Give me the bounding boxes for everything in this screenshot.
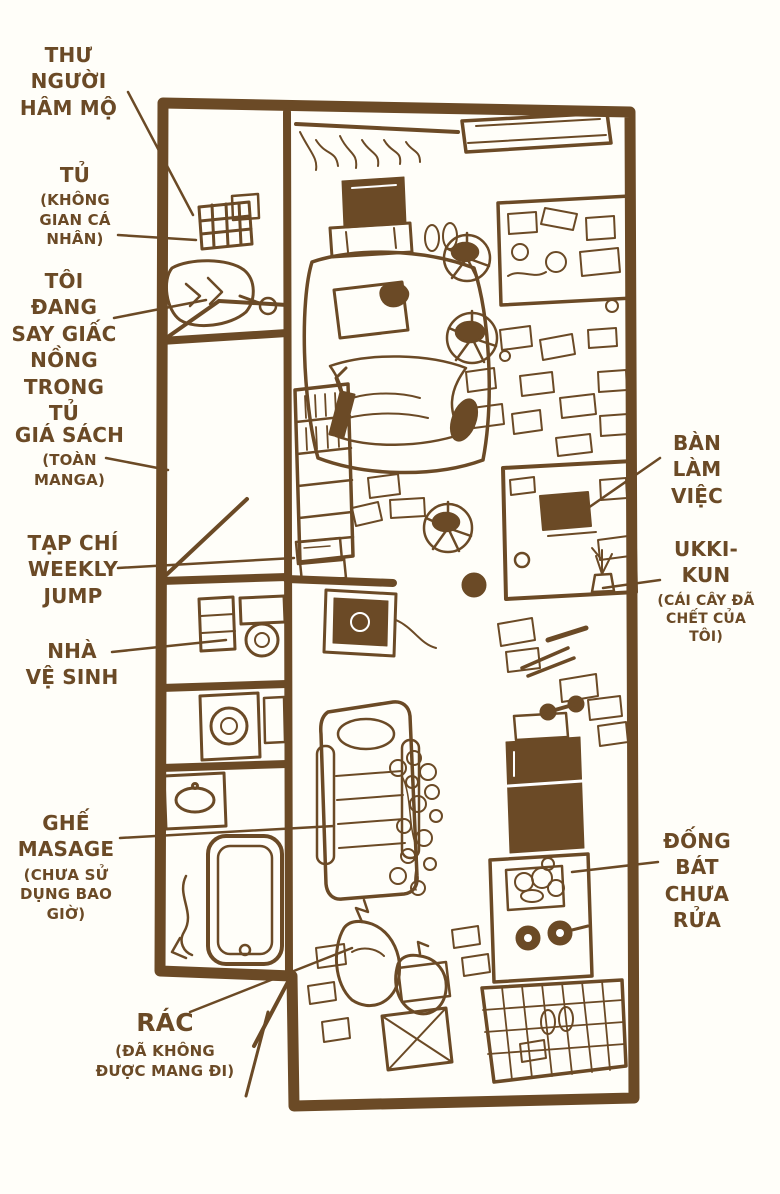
label-massage-chair: GHẾ MASAGE (CHƯA SỬ DỤNG BAO GIỜ) xyxy=(10,810,122,924)
curtain-drawing xyxy=(294,122,460,171)
fan-mail-label-text: THƯ NGƯỜI HÂM MỘ xyxy=(19,43,118,120)
magazine-leader-line xyxy=(116,556,296,570)
bathtub-drawing xyxy=(206,834,284,966)
tiled-floor-drawing xyxy=(480,978,628,1084)
futon-drawing xyxy=(302,250,491,475)
sleeping-person-drawing xyxy=(164,259,278,327)
cardboard-boxes-drawing xyxy=(380,960,454,1072)
dirty-dishes-drawing xyxy=(514,857,565,903)
flowers-drawing xyxy=(389,750,443,896)
desk-label-text: BÀN LÀM VIỆC xyxy=(670,431,724,508)
dirty-dishes-label-text: ĐỐNG BÁT CHƯA RỬA xyxy=(663,829,731,933)
ukki-kun-label-subtitle: (CÁI CÂY ĐÃ CHẾT CỦA TÔI) xyxy=(657,592,755,646)
label-desk: BÀN LÀM VIỆC xyxy=(652,430,742,509)
shelf-clutter-drawing xyxy=(496,194,635,307)
entry-slippers-drawing xyxy=(519,1006,574,1063)
shower-hose-drawing xyxy=(170,874,194,960)
label-closet: TỦ (KHÔNG GIAN CÁ NHÂN) xyxy=(25,162,125,250)
fan-mail-pile-drawing xyxy=(197,192,261,251)
tv-drawing xyxy=(328,176,414,259)
desk-leader-line xyxy=(586,456,662,510)
trash-label-title: RÁC xyxy=(136,1008,194,1037)
floor-papers-drawing xyxy=(497,617,629,747)
closet-leader-line xyxy=(116,233,198,242)
label-sleeping-in-closet: TÔI ĐANG SAY GIẤC NỒNG TRONG TỦ xyxy=(8,268,120,426)
label-fan-mail: THƯ NGƯỜI HÂM MỘ xyxy=(6,42,131,121)
toilet-leader-line xyxy=(110,638,228,654)
bag-on-floor-drawing xyxy=(449,398,479,442)
closet-label-subtitle: (KHÔNG GIAN CÁ NHÂN) xyxy=(39,191,111,249)
microwave-drawing xyxy=(512,711,570,742)
closet-label-title: TỦ xyxy=(59,163,91,187)
perspective-lines xyxy=(160,299,292,1098)
vacuum-drawing xyxy=(328,366,356,439)
massage-chair-drawing xyxy=(315,700,421,901)
label-ukki-kun: UKKI- KUN (CÁI CÂY ĐÃ CHẾT CỦA TÔI) xyxy=(645,536,767,646)
manga-shelf-drawing xyxy=(293,382,355,564)
bottom-papers-drawing xyxy=(307,925,491,1043)
magazine-label-text: TẠP CHÍ WEEKLY JUMP xyxy=(27,531,119,608)
bag-drawing xyxy=(461,572,487,598)
inner-walls xyxy=(157,108,397,978)
office-chair-drawing xyxy=(422,500,474,554)
toilet-drawing xyxy=(197,594,287,658)
dishes-leader-line xyxy=(570,860,660,874)
office-chair-drawing xyxy=(445,309,499,365)
desk-drawing xyxy=(501,459,638,601)
trash-label-subtitle: (ĐÃ KHÔNG ĐƯỢC MANG ĐI) xyxy=(95,1042,235,1080)
outer-walls xyxy=(154,97,640,1112)
massage-chair-label-subtitle: (CHƯA SỬ DỤNG BAO GIỜ) xyxy=(19,865,113,923)
office-chair-drawing xyxy=(442,231,492,283)
air-conditioner-drawing xyxy=(460,111,613,154)
massage-chair-label-title: GHẾ MASAGE xyxy=(17,811,115,862)
label-bookshelf: GIÁ SÁCH (TOÀN MANGA) xyxy=(12,422,127,490)
dumbbell-drawing xyxy=(539,695,585,721)
sticks-drawing xyxy=(520,625,589,678)
scattered-papers-drawing xyxy=(351,299,630,527)
game-tv-drawing xyxy=(322,588,437,658)
toilet-label-text: NHÀ VỆ SINH xyxy=(25,639,119,690)
sleeping-label-text: TÔI ĐANG SAY GIẤC NỒNG TRONG TỦ xyxy=(11,269,117,425)
weekly-jump-stack-drawing xyxy=(294,536,348,584)
washing-machine-drawing xyxy=(198,691,287,762)
kitchen-counter-drawing xyxy=(488,852,594,984)
label-dirty-dishes: ĐỐNG BÁT CHƯA RỬA xyxy=(652,828,742,934)
ukki-kun-plant-drawing xyxy=(590,547,616,594)
label-trash: RÁC (ĐÃ KHÔNG ĐƯỢC MANG ĐI) xyxy=(85,1006,245,1081)
trash-bags-drawing xyxy=(334,898,448,1016)
stove-drawing xyxy=(515,920,590,951)
label-magazine: TẠP CHÍ WEEKLY JUMP xyxy=(18,530,128,609)
slippers-drawing xyxy=(424,222,458,252)
ukki-kun-label-title: UKKI- KUN xyxy=(674,537,738,588)
label-toilet: NHÀ VỆ SINH xyxy=(22,638,122,691)
fridge-drawing xyxy=(505,736,585,854)
bathroom-sink-drawing xyxy=(162,771,228,831)
bookshelf-label-subtitle: (TOÀN MANGA) xyxy=(33,451,106,489)
bookshelf-label-title: GIÁ SÁCH xyxy=(14,423,125,447)
